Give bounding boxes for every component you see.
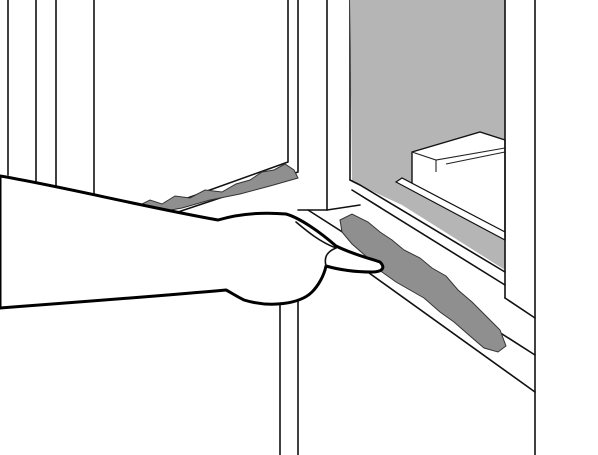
sill-mid: [351, 189, 506, 286]
frame-foot: [504, 297, 536, 319]
door-jamb: [297, 0, 351, 211]
arm-and-hand: [0, 174, 385, 310]
sill-corner: [326, 204, 361, 211]
left-door-panel: [7, 0, 299, 215]
thumb-line: [324, 247, 337, 267]
tray-inner-lip: [445, 151, 506, 165]
finger-crease: [295, 221, 337, 249]
door-outer-frame: [171, 0, 299, 215]
debris-icon: [136, 163, 299, 213]
sill-top: [349, 179, 506, 273]
gasket-debris: [339, 213, 507, 353]
hand-icon: [0, 174, 385, 310]
